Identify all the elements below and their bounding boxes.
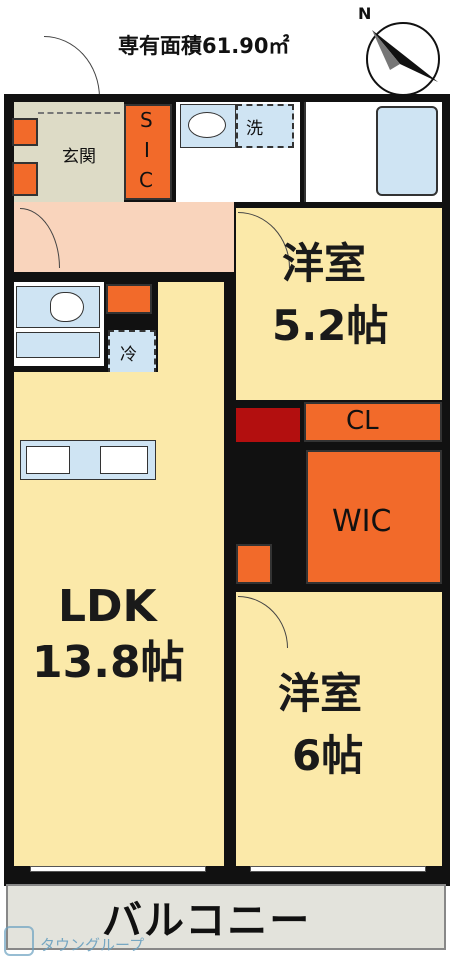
compass-icon: N <box>350 4 450 99</box>
logo-watermark-icon <box>4 926 34 956</box>
shoe-cabinet-upper <box>12 118 38 146</box>
western2-name: 洋室 <box>278 669 363 718</box>
toilet-sink <box>16 332 100 358</box>
bathtub <box>376 106 438 196</box>
dark-red-storage <box>236 408 300 442</box>
kitchen-sink-icon <box>100 446 148 474</box>
ldk-size: 13.8帖 <box>32 637 185 688</box>
balcony-label: バルコニー <box>102 898 312 944</box>
closet <box>304 402 442 442</box>
window-ldk <box>30 866 206 872</box>
western2-size: 6帖 <box>292 731 364 780</box>
western1-name: 洋室 <box>282 239 367 288</box>
wic-label: WIC <box>332 504 392 539</box>
entrance-label: 玄関 <box>62 147 96 167</box>
watermark-text: タウングループ <box>40 936 145 954</box>
area-label: 専有面積61.90㎡ <box>118 34 290 58</box>
entrance-divider <box>38 112 120 114</box>
fridge-label: 冷 <box>120 345 137 365</box>
balcony <box>6 884 446 950</box>
sic-letter-c: C <box>139 168 153 192</box>
shoe-cabinet-lower <box>12 162 38 196</box>
sic-letter-i: I <box>144 138 150 162</box>
laundry-label: 洗 <box>246 119 263 139</box>
stove-burner-icon <box>26 446 70 474</box>
closet-label: CL <box>346 406 379 436</box>
fridge-space <box>108 330 156 374</box>
laundry-area <box>236 104 294 148</box>
small-storage <box>106 284 152 314</box>
ldk-upper-fill <box>158 282 224 376</box>
north-label: N <box>358 4 372 23</box>
sic-letter-s: S <box>140 108 153 132</box>
basin-bowl-icon <box>188 112 226 138</box>
toilet-icon <box>50 292 84 322</box>
window-western2 <box>250 866 426 872</box>
sic-closet <box>124 104 172 200</box>
wic-side-storage <box>236 544 272 584</box>
walk-in-closet <box>306 450 442 584</box>
western1-size: 5.2帖 <box>272 301 389 350</box>
entry-door-arc <box>44 36 100 98</box>
ldk-name: LDK <box>58 581 157 632</box>
